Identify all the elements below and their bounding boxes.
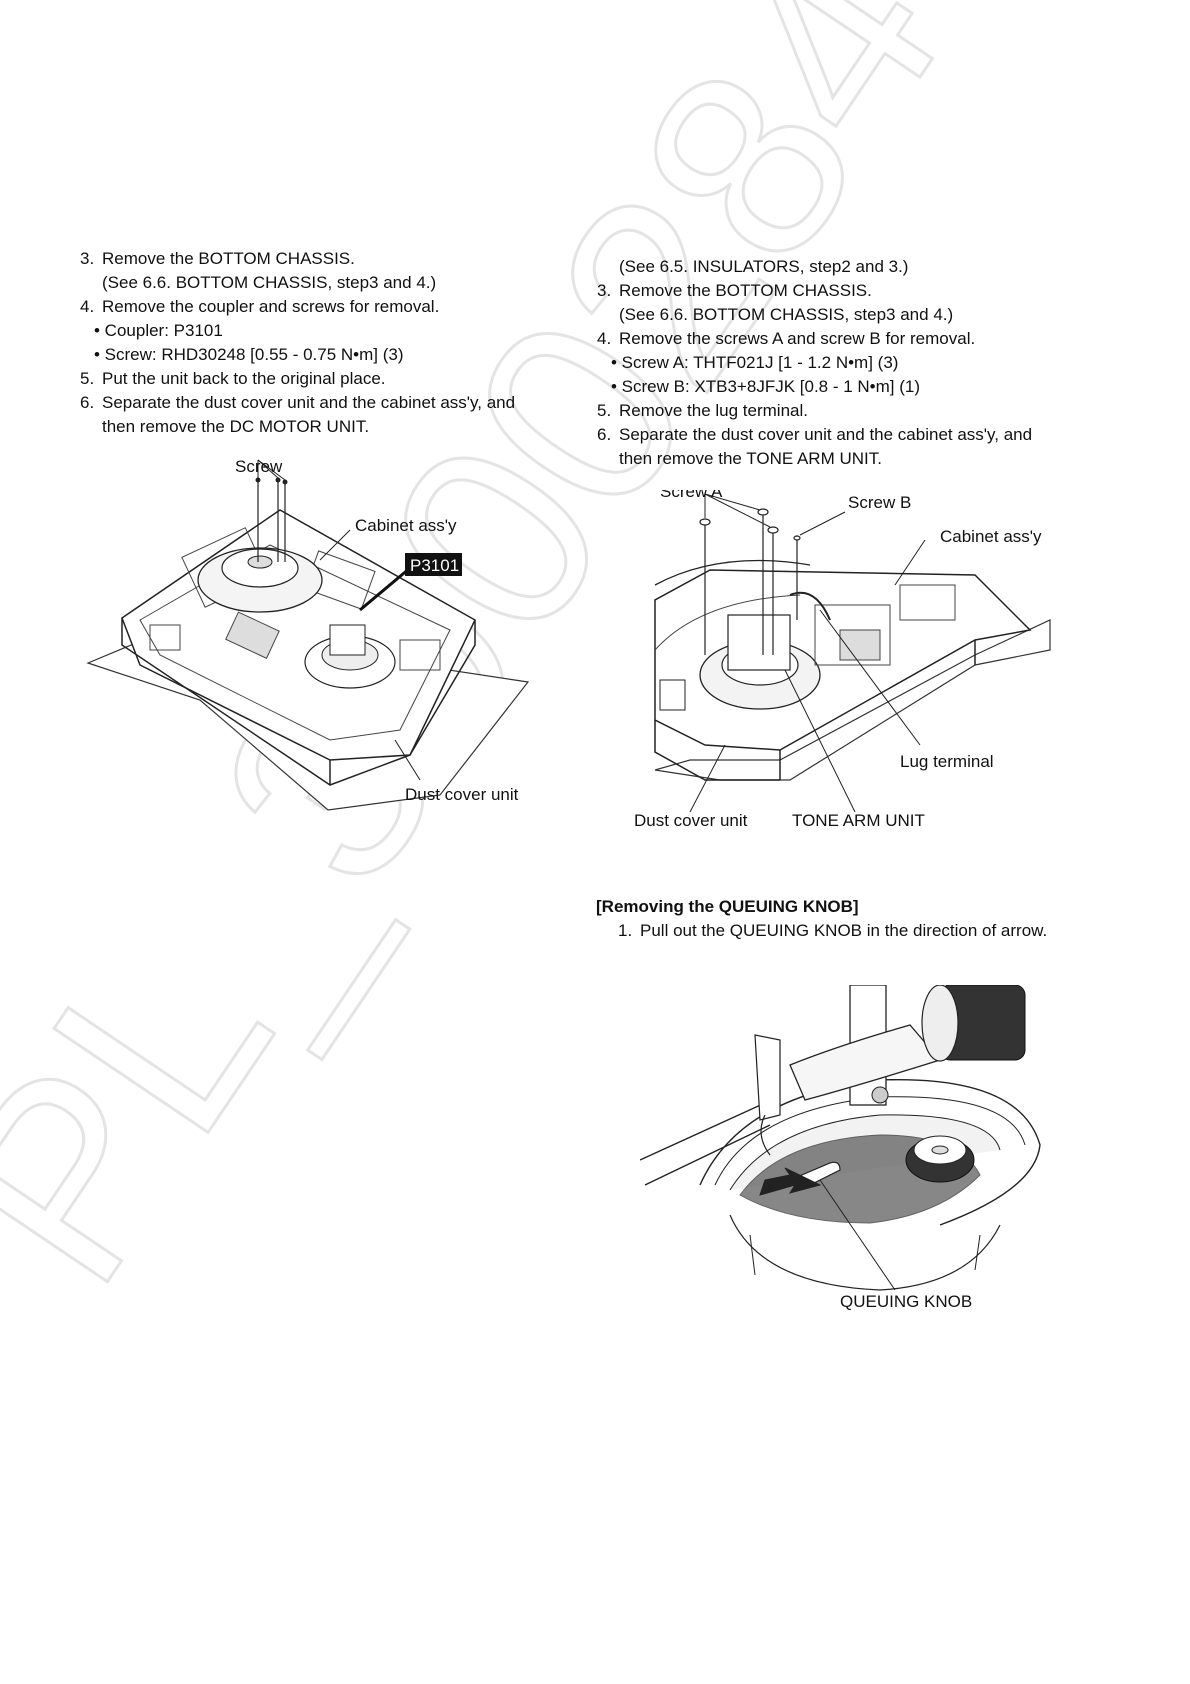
fig2-label-screw-b: Screw B: [848, 493, 911, 512]
fig1-label-dust: Dust cover unit: [405, 785, 519, 804]
direction-arrow: [759, 1167, 822, 1196]
queuing-step-1: 1.Pull out the QUEUING KNOB in the direc…: [618, 921, 1048, 940]
fig1-label-coupler: P3101: [410, 556, 459, 575]
left-step-5: 5.Put the unit back to the original plac…: [80, 369, 386, 388]
left-bullet-screw: • Screw: RHD30248 [0.55 - 0.75 N•m] (3): [94, 345, 404, 364]
fig2-label-cabinet: Cabinet ass'y: [940, 527, 1042, 546]
queuing-knob-figure: QUEUING KNOB: [640, 985, 1041, 1311]
tone-arm-figure: Screw A Screw B Cabinet ass'y Lug termin…: [634, 490, 1051, 830]
dc-motor-figure: Screw Cabinet ass'y P3101 Dust cover uni…: [86, 457, 530, 811]
fig2-label-tone: TONE ARM UNIT: [792, 811, 925, 830]
fig3-label-knob: QUEUING KNOB: [840, 1292, 972, 1311]
fig1-label-screw: Screw: [235, 457, 283, 476]
right-step-4: 4.Remove the screws A and screw B for re…: [597, 329, 976, 348]
left-step-6-cont: then remove the DC MOTOR UNIT.: [102, 417, 370, 436]
fig1-coupler-tag: [405, 553, 462, 576]
right-pre-ref: (See 6.5. INSULATORS, step2 and 3.): [619, 257, 909, 276]
right-step-5: 5.Remove the lug terminal.: [597, 401, 808, 420]
right-step-3-ref: (See 6.6. BOTTOM CHASSIS, step3 and 4.): [619, 305, 954, 324]
cabinet-body: [121, 509, 476, 761]
left-step-6: 6.Separate the dust cover unit and the c…: [80, 393, 516, 412]
right-step-6: 6.Separate the dust cover unit and the c…: [597, 425, 1033, 444]
left-step-3: 3.Remove the BOTTOM CHASSIS.: [80, 249, 355, 268]
queuing-section: [Removing the QUEUING KNOB] 1.Pull out t…: [596, 895, 1138, 943]
left-step-3-ref: (See 6.6. BOTTOM CHASSIS, step3 and 4.): [102, 273, 437, 292]
fig1-label-cabinet: Cabinet ass'y: [355, 516, 457, 535]
left-bullet-coupler: • Coupler: P3101: [94, 321, 223, 340]
right-bullet-screw-a: • Screw A: THTF021J [1 - 1.2 N•m] (3): [611, 353, 899, 372]
queuing-heading: [Removing the QUEUING KNOB]: [596, 897, 859, 916]
right-step-6-cont: then remove the TONE ARM UNIT.: [619, 449, 882, 468]
fig2-label-screw-a: Screw A: [660, 490, 723, 501]
left-instructions: 3.Remove the BOTTOM CHASSIS. (See 6.6. B…: [80, 247, 560, 439]
fig3-platter: [699, 1078, 1041, 1226]
right-bullet-screw-b: • Screw B: XTB3+8JFJK [0.8 - 1 N•m] (1): [611, 377, 921, 396]
fig2-label-dust: Dust cover unit: [634, 811, 748, 830]
fig2-label-lug: Lug terminal: [900, 752, 994, 771]
right-step-3: 3.Remove the BOTTOM CHASSIS.: [597, 281, 872, 300]
left-step-4: 4.Remove the coupler and screws for remo…: [80, 297, 440, 316]
right-instructions: (See 6.5. INSULATORS, step2 and 3.) 3.Re…: [597, 255, 1117, 471]
